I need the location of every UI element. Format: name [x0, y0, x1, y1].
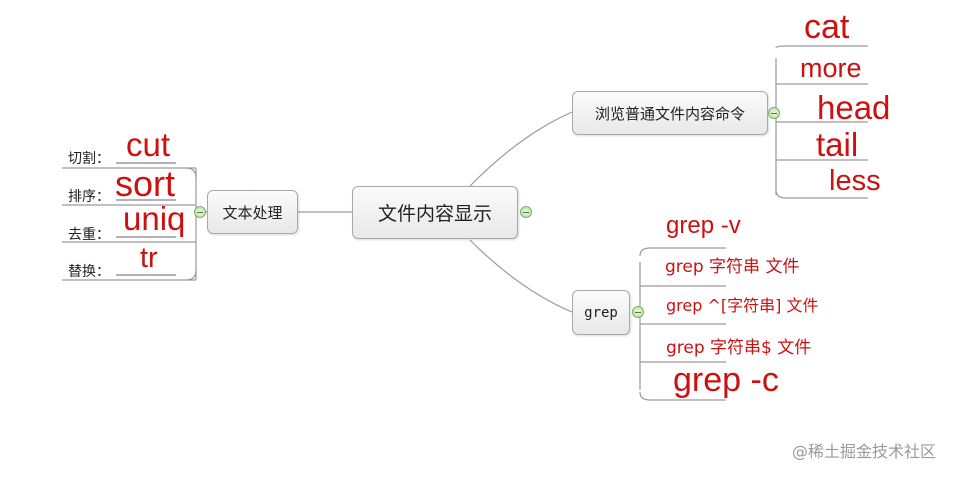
- answer-tr: tr: [140, 242, 158, 274]
- browse-collapse-icon[interactable]: [768, 107, 780, 119]
- answer-grep-c: grep -c: [673, 361, 779, 399]
- watermark-text: @稀土掘金技术社区: [791, 442, 936, 461]
- answer-cat: cat: [804, 8, 850, 46]
- central-node[interactable]: 文件内容显示: [352, 186, 518, 239]
- leaf-label-tr: 替换：: [68, 264, 110, 280]
- answer-grep-caret-string-file: grep ^[字符串] 文件: [666, 296, 819, 315]
- answer-head: head: [817, 89, 891, 126]
- answer-grep-v: grep -v: [666, 212, 741, 239]
- answer-tail: tail: [816, 126, 859, 163]
- answer-uniq: uniq: [123, 200, 186, 237]
- browse-node[interactable]: 浏览普通文件内容命令: [572, 91, 768, 135]
- answer-less: less: [829, 165, 881, 197]
- grep-collapse-icon[interactable]: [632, 306, 644, 318]
- leaf-label-uniq: 去重：: [68, 227, 110, 243]
- leaf-label-sort: 排序：: [68, 189, 110, 205]
- central-node-label: 文件内容显示: [377, 203, 492, 225]
- answer-grep-string-dollar-file: grep 字符串$ 文件: [666, 338, 812, 358]
- text-processing-collapse-icon[interactable]: [194, 206, 206, 218]
- grep-node-label: grep: [584, 304, 618, 321]
- grep-node[interactable]: grep: [572, 290, 630, 335]
- answer-cut: cut: [126, 126, 171, 163]
- answer-sort: sort: [115, 163, 176, 204]
- browse-node-label: 浏览普通文件内容命令: [594, 104, 745, 123]
- central-collapse-icon[interactable]: [520, 206, 532, 218]
- text-processing-label: 文本处理: [222, 203, 283, 222]
- text-processing-node[interactable]: 文本处理: [207, 190, 298, 234]
- leaf-label-cut: 切割：: [68, 151, 110, 167]
- answer-grep-string-file: grep 字符串 文件: [665, 257, 800, 277]
- answer-more: more: [800, 53, 862, 83]
